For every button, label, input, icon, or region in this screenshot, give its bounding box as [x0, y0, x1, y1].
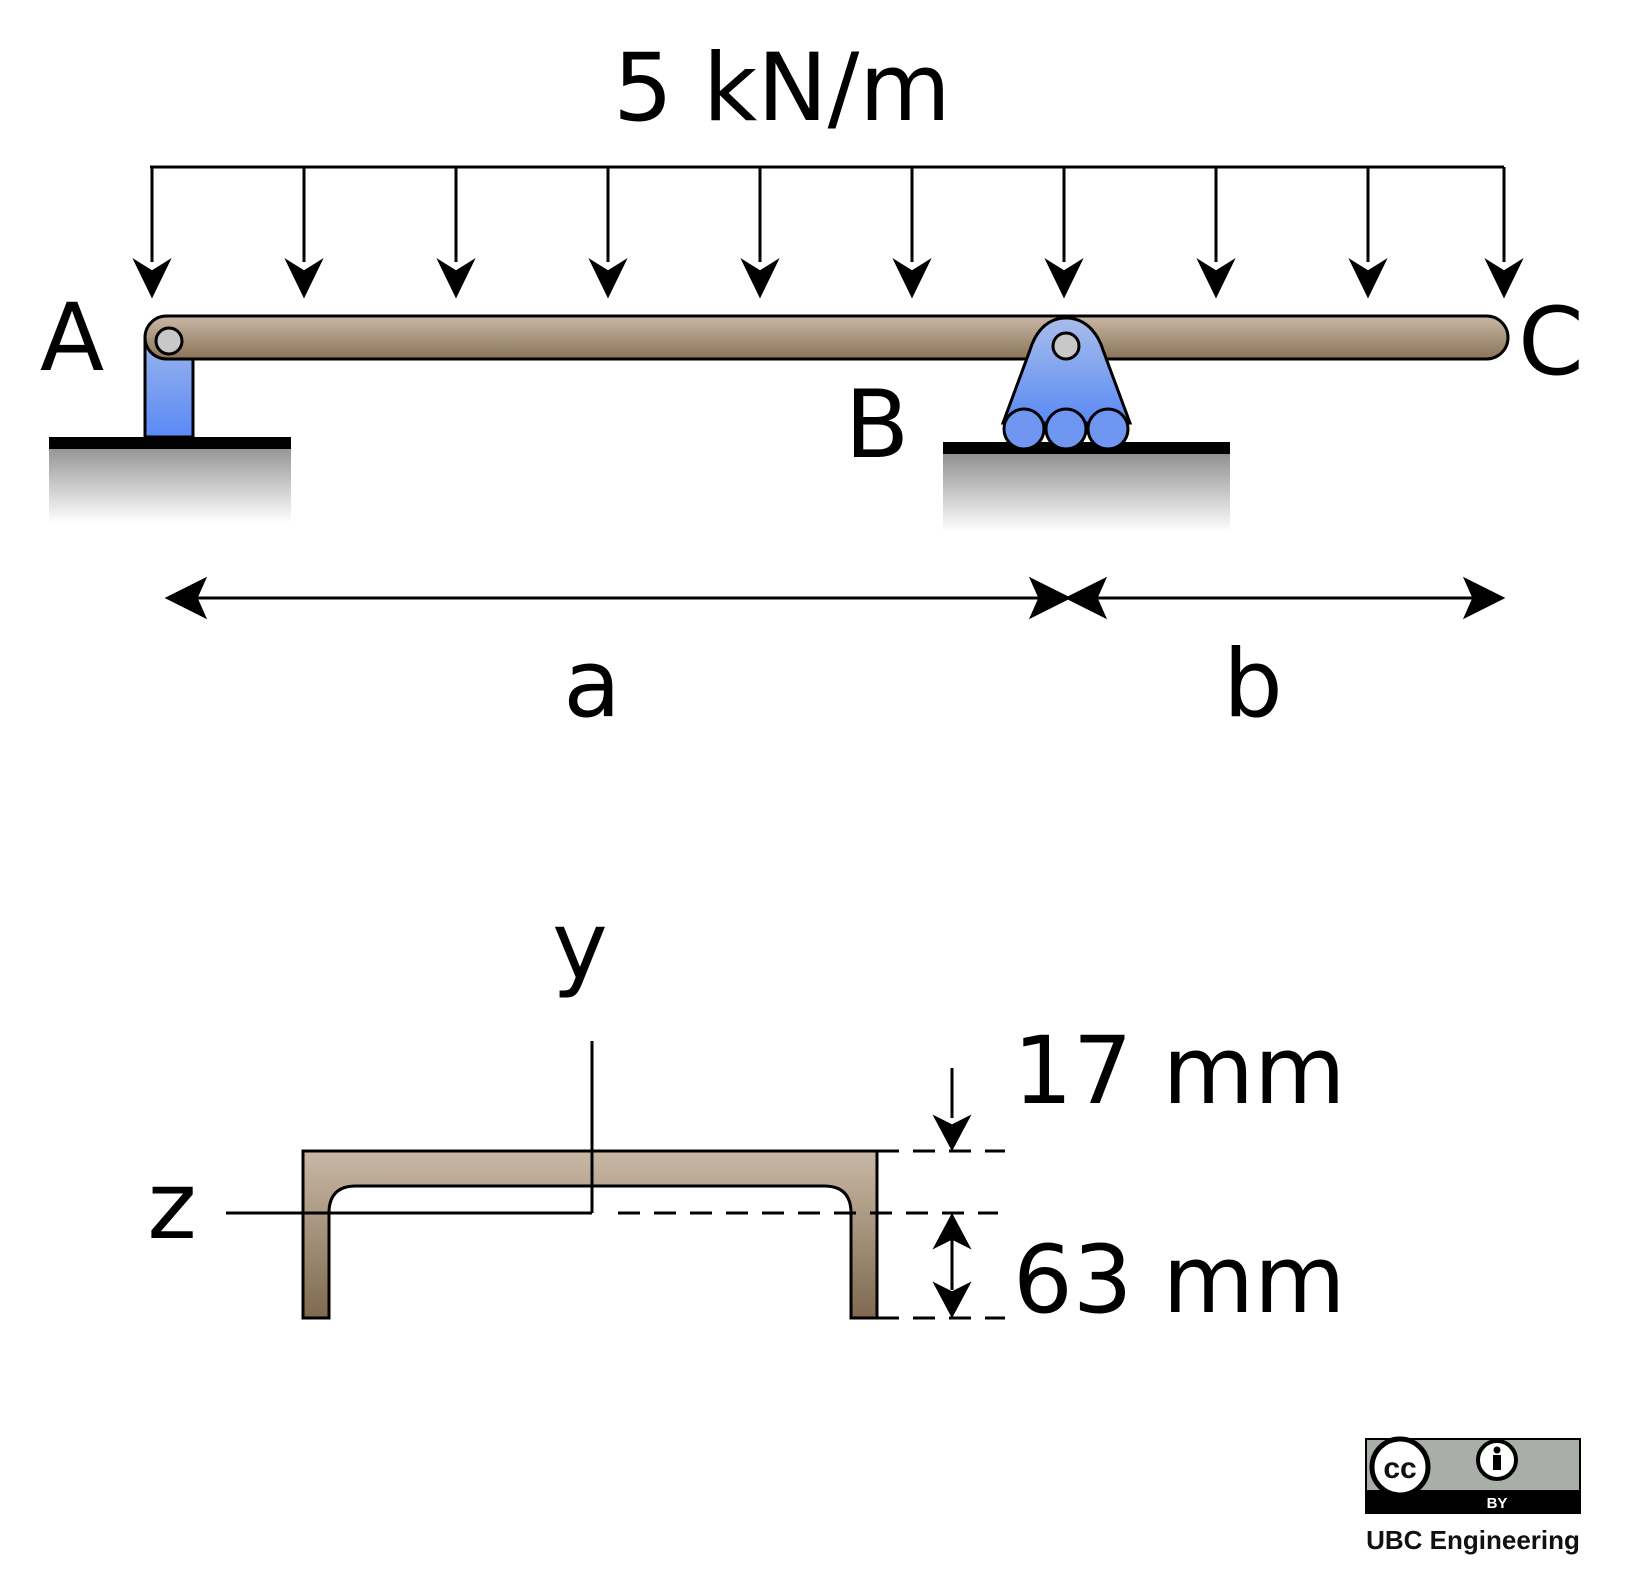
dim-b-line [1064, 576, 1506, 620]
load-arrow [1348, 167, 1388, 299]
label-dim-17: 17 mm [1013, 1017, 1346, 1126]
load-label: 5 kN/m [613, 34, 951, 143]
load-arrow [284, 167, 324, 299]
label-b: B [845, 371, 910, 480]
pin-b [1051, 331, 1081, 361]
load-arrow [740, 167, 780, 299]
load-arrow [588, 167, 628, 299]
channel-section [301, 1149, 879, 1320]
cc-icon-text: cc [1383, 1452, 1416, 1485]
rollers [1002, 407, 1130, 451]
load-arrow [892, 167, 932, 299]
label-c: C [1518, 288, 1584, 397]
load-arrow [1484, 167, 1524, 299]
dim-17-arrow [932, 1068, 972, 1152]
beam [143, 314, 1510, 361]
load-arrows [132, 167, 1524, 299]
load-arrow [132, 167, 172, 299]
label-axis-y: y [552, 892, 608, 1001]
label-dim-63: 63 mm [1013, 1226, 1346, 1335]
ground-a-surface [49, 437, 291, 449]
pin-a [154, 326, 184, 356]
dim-a-line [164, 576, 1072, 620]
dim-63-arrow [932, 1212, 972, 1319]
ground-b-surface [943, 442, 1230, 454]
load-arrow [436, 167, 476, 299]
label-dim-a: a [563, 630, 621, 739]
label-a: A [40, 284, 104, 393]
credit-text: UBC Engineering [1366, 1525, 1580, 1555]
load-arrow [1044, 167, 1084, 299]
label-axis-z: z [147, 1152, 196, 1261]
badge-by-text: BY [1487, 1495, 1508, 1512]
label-dim-b: b [1223, 630, 1283, 739]
load-arrow [1196, 167, 1236, 299]
cc-icon [1369, 1436, 1431, 1498]
cc-by-badge: cc BY [1365, 1436, 1581, 1514]
ground-b [943, 452, 1230, 532]
ground-a [49, 443, 291, 523]
